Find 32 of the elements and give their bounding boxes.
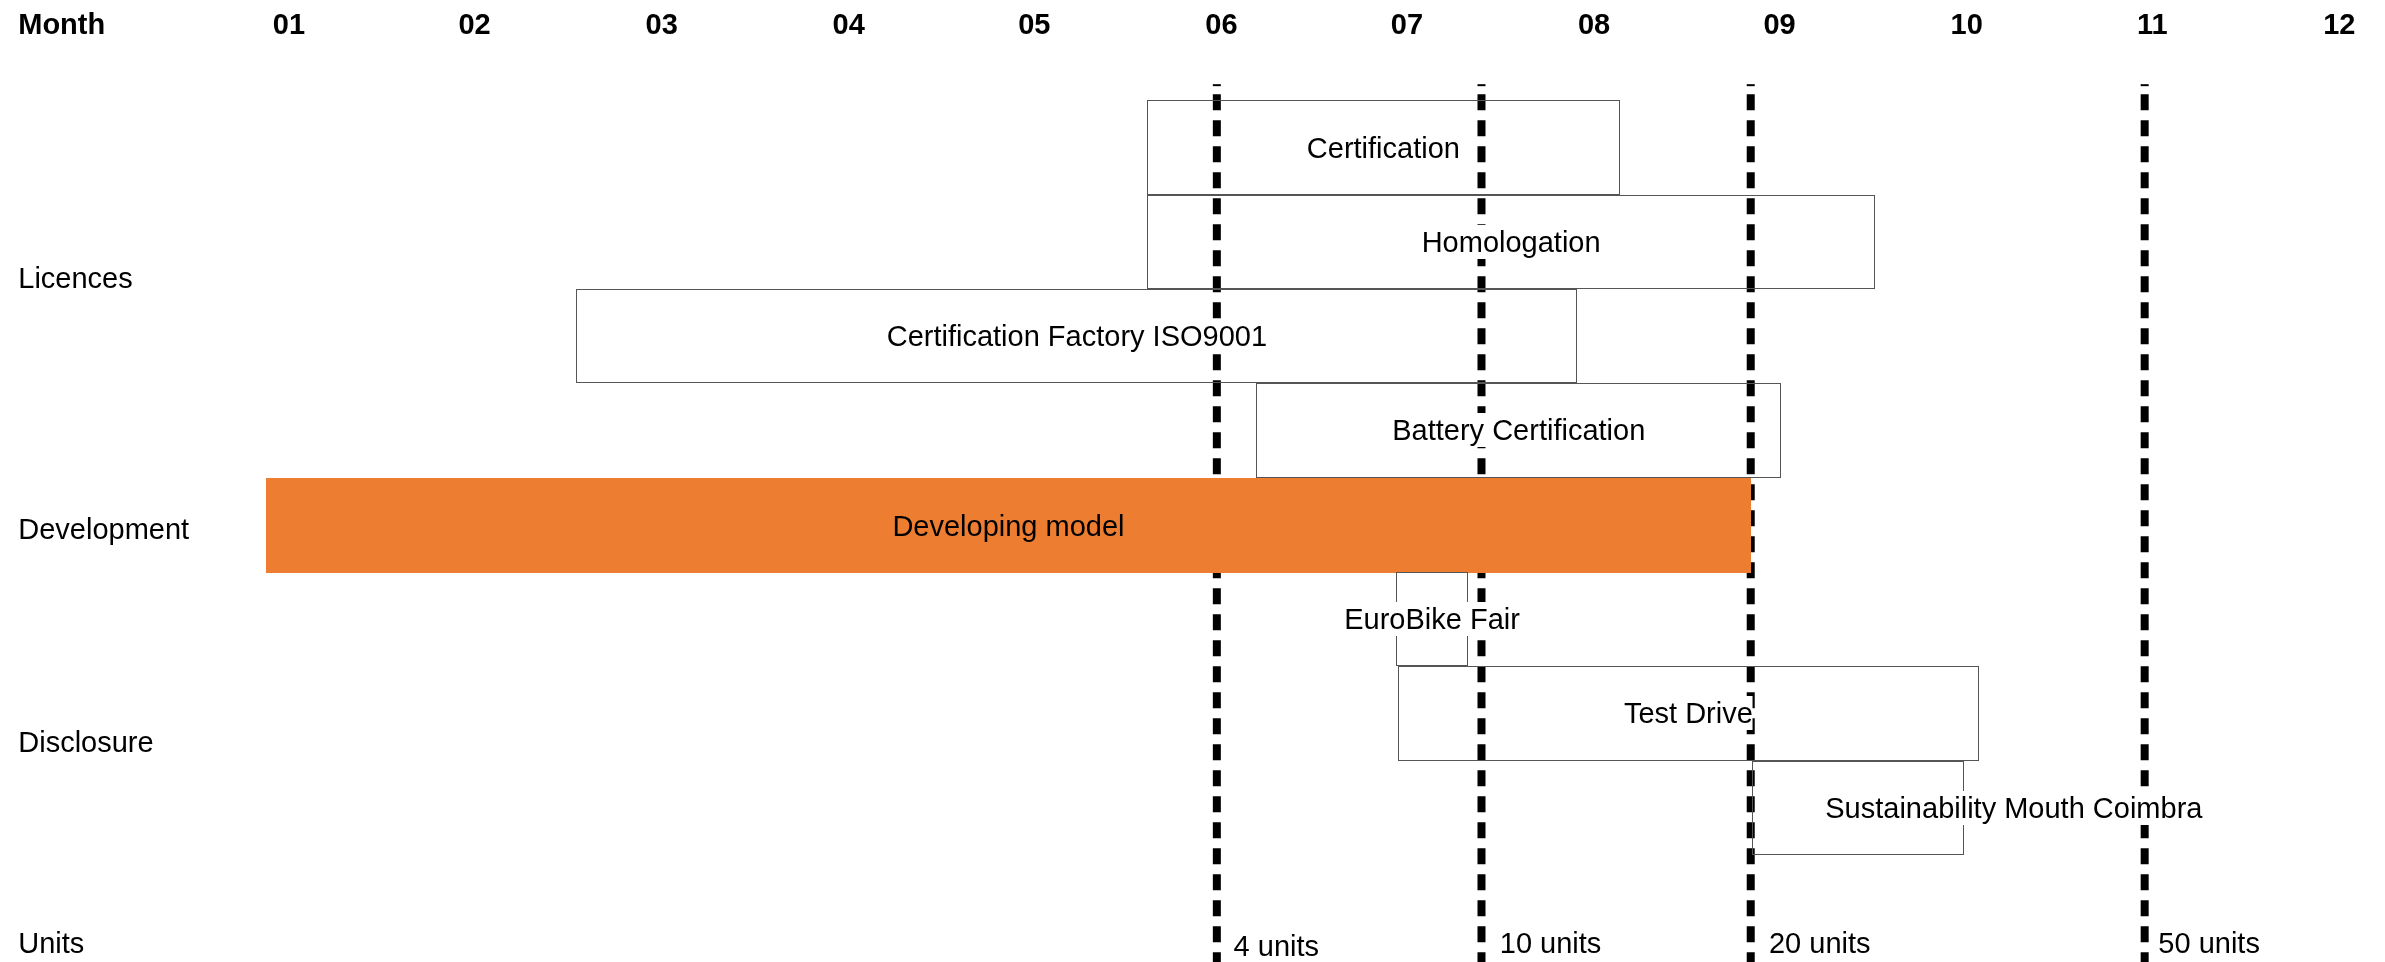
milestone-label: 20 units — [1768, 926, 1871, 961]
month-header: 10 — [1950, 7, 1983, 42]
month-header: 02 — [458, 7, 491, 42]
row-label: Development — [18, 512, 190, 547]
bar-label: Homologation — [1421, 224, 1601, 259]
bar-label: Test Drive — [1623, 696, 1753, 731]
month-header: 05 — [1018, 7, 1051, 42]
timeline-bar — [576, 289, 1578, 384]
row-label: Disclosure — [18, 725, 154, 760]
month-header: 12 — [2323, 7, 2356, 42]
month-header: 11 — [2136, 7, 2168, 42]
timeline-bar — [266, 477, 1751, 574]
milestone-label: 4 units — [1233, 929, 1319, 962]
bar-label: EuroBike Fair — [1344, 602, 1520, 637]
month-header: 09 — [1763, 7, 1796, 42]
timeline-bar — [1146, 100, 1620, 195]
bar-label: Sustainability Mouth Coimbra — [1825, 790, 2203, 825]
month-header: 06 — [1205, 7, 1238, 42]
month-header: 01 — [272, 7, 306, 42]
bar-label: Battery Certification — [1392, 413, 1646, 448]
milestone-label: 10 units — [1499, 926, 1602, 961]
row-label: Licences — [18, 261, 133, 296]
month-header: 07 — [1390, 7, 1424, 42]
month-header: 03 — [645, 7, 678, 42]
row-label: Units — [18, 926, 85, 961]
month-header: 08 — [1577, 7, 1611, 42]
milestone-label: 50 units — [2158, 926, 2260, 961]
timeline-bar — [1397, 666, 1979, 761]
month-header: 04 — [832, 7, 865, 42]
timeline-bar — [1256, 383, 1782, 478]
timeline-bar — [1146, 194, 1876, 289]
column-header: Month — [18, 7, 106, 42]
